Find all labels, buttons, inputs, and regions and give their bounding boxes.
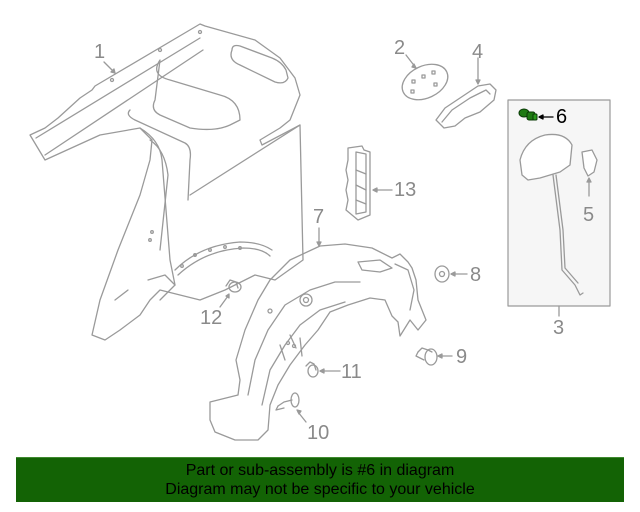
emblem-plate-part[interactable]: [396, 57, 453, 106]
callout-1[interactable]: 1: [94, 41, 106, 63]
callout-4[interactable]: 4: [472, 41, 484, 63]
callout-12[interactable]: 12: [200, 307, 223, 329]
banner-line-disclaimer: Diagram may not be specific to your vehi…: [165, 481, 475, 498]
wheel-well-liner-part[interactable]: [209, 243, 427, 441]
callout-7[interactable]: 7: [313, 206, 325, 228]
callout-9[interactable]: 9: [456, 346, 468, 368]
callout-5[interactable]: 5: [583, 204, 595, 226]
screw-part[interactable]: [275, 392, 300, 411]
callout-8[interactable]: 8: [470, 264, 482, 286]
callout-3[interactable]: 3: [553, 317, 565, 339]
pressure-vent-part[interactable]: [345, 145, 371, 221]
banner-line-part-number: Part or sub-assembly is #6 in diagram: [185, 462, 455, 479]
plug-part[interactable]: [434, 265, 450, 283]
parts-diagram: 1 2 3 4 5 6 7 8 9 10 11 12 13: [29, 23, 611, 444]
retainer-part[interactable]: [305, 361, 319, 378]
callout-6[interactable]: 6: [556, 106, 568, 128]
fuel-door-assembly-box[interactable]: [507, 99, 611, 307]
callout-13[interactable]: 13: [394, 179, 417, 201]
callout-11[interactable]: 11: [341, 361, 362, 383]
push-pin-clip-part[interactable]: [415, 347, 438, 366]
fuel-door-housing-part[interactable]: [435, 83, 497, 129]
quarter-panel-part[interactable]: [29, 23, 304, 341]
push-pin-part[interactable]: [225, 279, 242, 293]
callout-2[interactable]: 2: [394, 37, 406, 59]
part-info-banner: Part or sub-assembly is #6 in diagram Di…: [16, 457, 624, 502]
fuel-door-clip-part[interactable]: [518, 108, 538, 121]
callout-10[interactable]: 10: [307, 422, 330, 444]
